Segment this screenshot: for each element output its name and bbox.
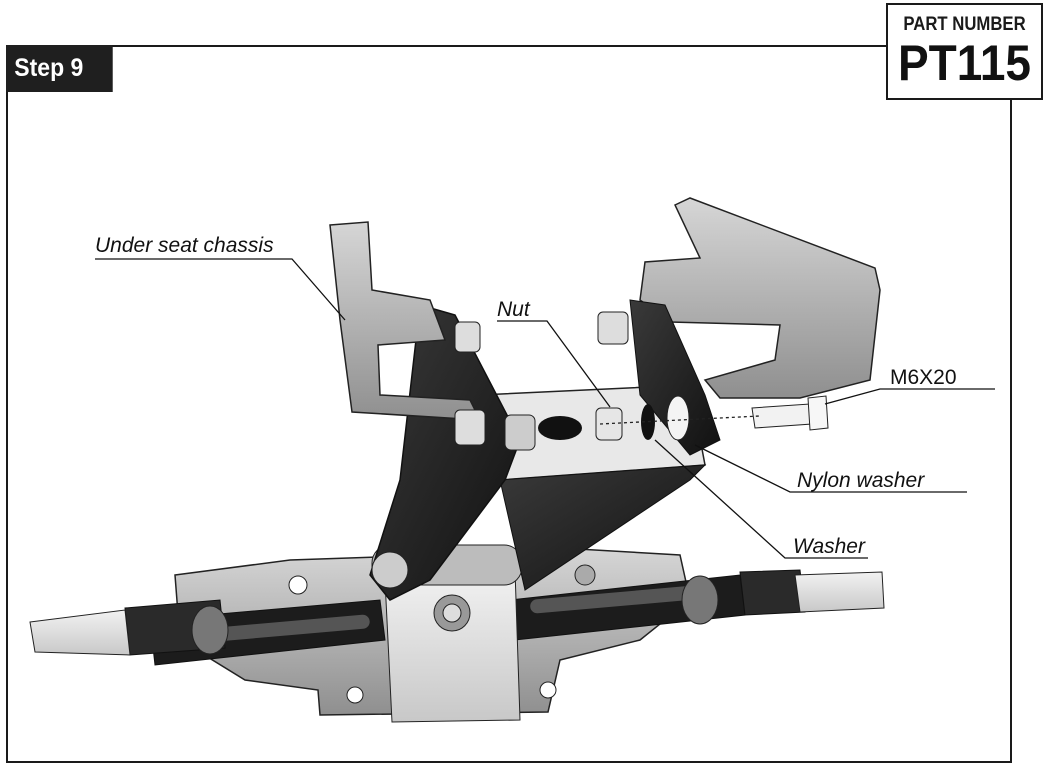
callout-washer: Washer: [793, 535, 865, 558]
callout-bolt-m6x20: M6X20: [890, 366, 957, 389]
right-axle: [509, 569, 885, 641]
leader-lines: [95, 258, 995, 559]
fastener-stack: [595, 395, 829, 441]
callout-under-seat-chassis: Under seat chassis: [95, 234, 274, 257]
part-number-caption: PART NUMBER: [903, 14, 1026, 35]
left-bracket: [369, 304, 521, 601]
part-number-box: PART NUMBER PT115: [886, 3, 1043, 100]
callout-nylon-washer: Nylon washer: [797, 469, 925, 492]
part-number-value: PT115: [898, 35, 1031, 91]
instruction-frame: [6, 45, 1012, 763]
step-badge: Step 9: [6, 45, 113, 92]
callout-nut: Nut: [497, 298, 530, 321]
left-axle: [29, 599, 386, 666]
under-seat-chassis-right: [597, 197, 881, 456]
under-seat-chassis-left: [329, 221, 536, 451]
